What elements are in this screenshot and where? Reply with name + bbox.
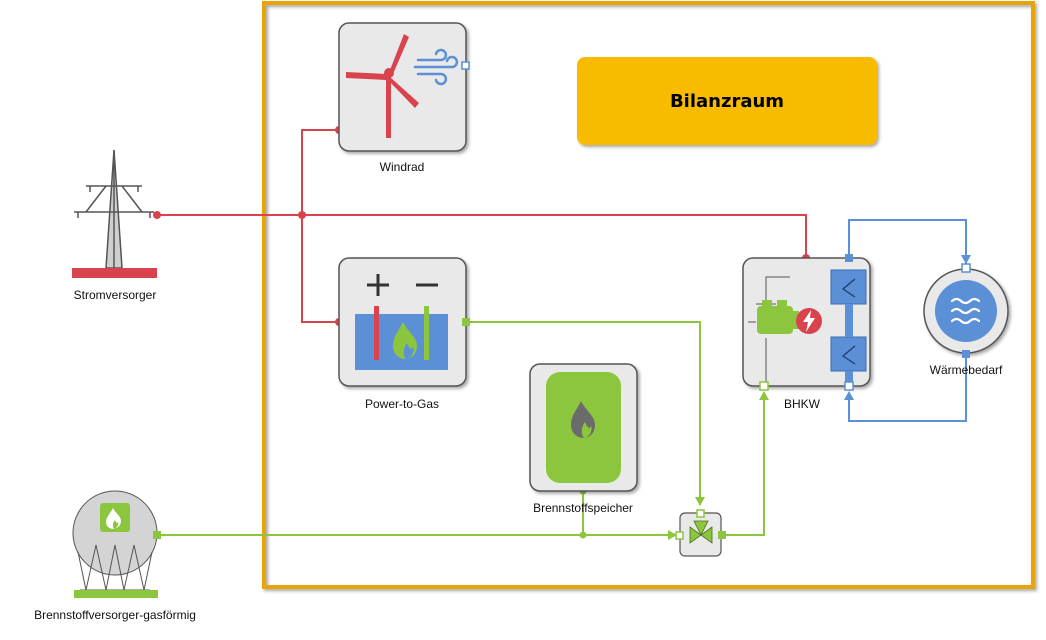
- cathode: [374, 306, 379, 360]
- stromversorger-base: [72, 268, 157, 278]
- heat-exchanger-stack: [830, 269, 867, 384]
- power-to-gas-label: Power-to-Gas: [365, 397, 439, 411]
- brennstoffspeicher[interactable]: Brennstoffspeicher: [529, 363, 638, 515]
- gas-ptg-line[interactable]: [467, 321, 701, 505]
- bhkw-port-heat-out[interactable]: [845, 254, 853, 262]
- valve-port-left[interactable]: [675, 531, 684, 540]
- valve-icon: [689, 520, 713, 544]
- heat-return-line[interactable]: [848, 354, 967, 422]
- title-box: Bilanzraum: [577, 57, 877, 145]
- bhkw-port-heat-in[interactable]: [844, 381, 854, 391]
- system-boundary: [262, 1, 1035, 589]
- anode: [424, 306, 429, 360]
- brennstoffversorger[interactable]: Brennstoffversorger-gasförmig: [34, 490, 196, 622]
- heat-waves-icon: [950, 297, 981, 325]
- power-pylon-icon: [74, 149, 154, 269]
- brennstoffspeicher-label: Brennstoffspeicher: [533, 501, 633, 515]
- wind-icon: [413, 48, 459, 86]
- engine-icon: [757, 300, 799, 334]
- wind-turbine-icon: [346, 34, 419, 138]
- mixing-valve[interactable]: [675, 509, 726, 557]
- electric-lines: [157, 129, 807, 323]
- gas-bhkw-line[interactable]: [722, 395, 765, 536]
- electric-nodes: [153, 126, 810, 326]
- heat-supply-line[interactable]: [848, 219, 967, 264]
- waermebedarf-label: Wärmebedarf: [930, 363, 1003, 377]
- heat-lines: [848, 219, 967, 422]
- waermebedarf[interactable]: Wärmebedarf: [923, 263, 1009, 377]
- bhkw-label: BHKW: [784, 397, 821, 411]
- heat-arrows: [844, 255, 971, 400]
- valve-port-top[interactable]: [696, 509, 705, 518]
- valve-port-right[interactable]: [718, 531, 726, 539]
- generator-icon: [796, 308, 822, 334]
- gas-arrows: [668, 391, 769, 540]
- waermebedarf-port-out[interactable]: [962, 350, 970, 358]
- gas-supply-flame-icon: [106, 508, 121, 529]
- windrad-label: Windrad: [380, 160, 425, 174]
- waermebedarf-port-in[interactable]: [961, 263, 971, 273]
- bhkw-port-gas[interactable]: [759, 381, 769, 391]
- heat-demand-disc: [935, 280, 997, 342]
- electric-main-line[interactable]: [157, 214, 807, 258]
- storage-tank: [546, 372, 621, 483]
- stromversorger-label: Stromversorger: [74, 288, 157, 302]
- windrad-port[interactable]: [461, 61, 470, 70]
- power-to-gas[interactable]: Power-to-Gas: [338, 257, 470, 411]
- brennstoffversorger-port[interactable]: [153, 531, 161, 539]
- power-to-gas-port[interactable]: [462, 318, 470, 326]
- gas-supply-base: [74, 590, 158, 598]
- storage-flame-icon: [571, 401, 595, 438]
- bhkw[interactable]: BHKW: [742, 254, 871, 411]
- plus-icon: [367, 274, 389, 296]
- brennstoffversorger-label: Brennstoffversorger-gasförmig: [34, 608, 196, 622]
- flame-icon: [393, 322, 417, 359]
- electric-windrad-line[interactable]: [301, 129, 339, 323]
- stromversorger[interactable]: Stromversorger: [72, 149, 157, 302]
- windrad[interactable]: Windrad: [338, 22, 470, 174]
- diagram-title: Bilanzraum: [670, 91, 784, 112]
